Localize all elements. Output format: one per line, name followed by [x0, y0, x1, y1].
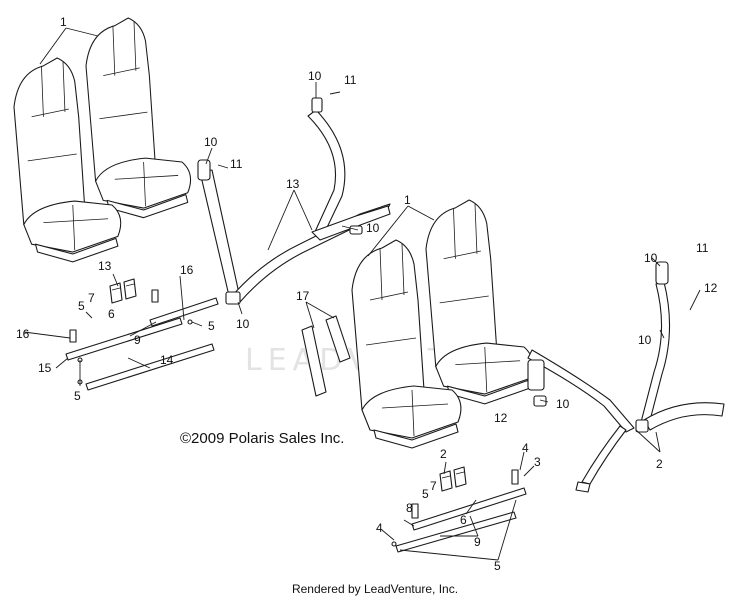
- callout: 13: [98, 259, 112, 273]
- callout: 1: [404, 193, 411, 207]
- callout: 10: [366, 221, 380, 235]
- seat-right-rear: [425, 199, 534, 405]
- callout: 10: [556, 397, 570, 411]
- callout: 9: [474, 535, 481, 549]
- leader-lines: [23, 27, 701, 561]
- callout: 5: [208, 319, 215, 333]
- callout: 6: [460, 513, 467, 527]
- callout: 11: [344, 73, 357, 87]
- callout: 15: [38, 361, 52, 375]
- copyright-text: ©2009 Polaris Sales Inc.: [180, 430, 344, 447]
- callout: 7: [430, 479, 437, 493]
- callout: 5: [422, 487, 429, 501]
- callout: 5: [78, 299, 85, 313]
- callout: 3: [534, 455, 541, 469]
- callout: 1: [60, 15, 67, 29]
- rails-bottom: [391, 466, 527, 553]
- callout: 12: [494, 411, 508, 425]
- callout: 2: [656, 457, 663, 471]
- footer-text: Rendered by LeadVenture, Inc.: [291, 582, 459, 596]
- callout: 16: [180, 263, 194, 277]
- callout: 10: [638, 333, 652, 347]
- seat-belt-right: [527, 261, 725, 493]
- callout: 13: [286, 177, 300, 191]
- callout: 10: [644, 251, 658, 265]
- callout: 12: [704, 281, 718, 295]
- callout: 9: [134, 333, 141, 347]
- callout: 6: [108, 307, 115, 321]
- callout: 8: [406, 501, 413, 515]
- callout: 4: [522, 441, 529, 455]
- callout: 10: [236, 317, 250, 331]
- callout: 4: [376, 521, 383, 535]
- callout: 5: [74, 389, 81, 403]
- callout: 17: [296, 289, 310, 303]
- belt-pads: [301, 315, 351, 397]
- callout: 2: [440, 447, 447, 461]
- callout: 14: [160, 353, 174, 367]
- callout: 10: [204, 135, 218, 149]
- callout: 11: [696, 241, 709, 255]
- callout: 11: [230, 157, 243, 171]
- callout: 16: [16, 327, 30, 341]
- callout: 10: [308, 69, 322, 83]
- callout-labels: 1 10 11 10 11 13 10 1 10 11 12 10 13 16 …: [16, 15, 718, 573]
- seat-left-rear: [85, 17, 192, 219]
- callout: 5: [494, 559, 501, 573]
- callout: 7: [88, 291, 95, 305]
